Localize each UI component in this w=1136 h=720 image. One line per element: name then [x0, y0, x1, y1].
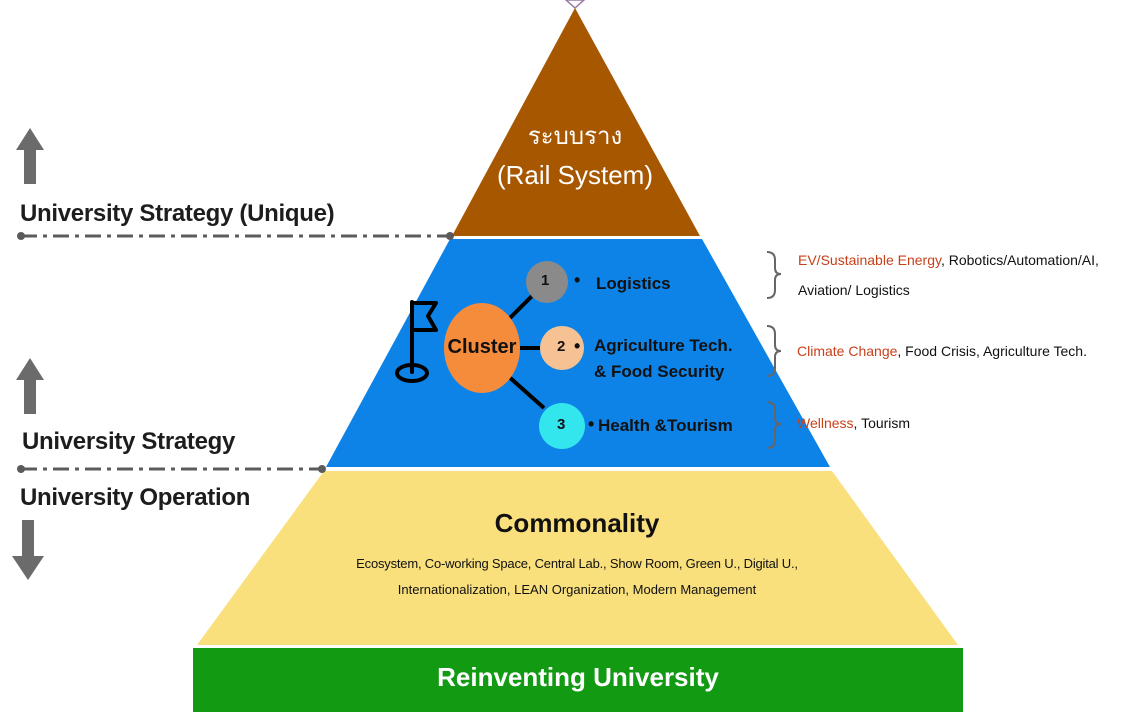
- label-university-strategy: University Strategy: [22, 428, 236, 455]
- item-label-health: Health &Tourism: [598, 416, 733, 435]
- item-label-agriculture-line2: & Food Security: [594, 362, 725, 381]
- commonality-line-1: Ecosystem, Co-working Space, Central Lab…: [356, 556, 798, 571]
- flag-icon: [395, 300, 438, 383]
- cluster-circle: [444, 303, 520, 393]
- item-bullet-2: •: [574, 336, 581, 356]
- item-bullet-1: •: [574, 270, 581, 290]
- item-bullet-3: •: [588, 414, 595, 434]
- commonality-line-2: Internationalization, LEAN Organization,…: [397, 582, 757, 597]
- commonality-title: Commonality: [494, 508, 660, 538]
- item-label-logistics: Logistics: [596, 274, 671, 293]
- note-1-highlight: EV/Sustainable Energy: [798, 252, 941, 268]
- divider-endpoint: [17, 465, 25, 473]
- note-1-rest: , Robotics/Automation/AI,: [940, 252, 1099, 268]
- cluster-label: Cluster: [447, 336, 517, 358]
- arrow-down-icon: [12, 520, 44, 580]
- pyramid-top-tier: [452, 8, 700, 236]
- note-2-rest: , Food Crisis, Agriculture Tech.: [897, 343, 1087, 359]
- divider-endpoint: [446, 232, 454, 240]
- arrow-up-icon: [16, 128, 44, 184]
- tip-marker: [564, 0, 586, 10]
- connector-line: [506, 374, 546, 410]
- pyramid-bottom-tier: [197, 471, 958, 645]
- item-label-agriculture: Agriculture Tech.: [594, 336, 733, 355]
- label-university-operation: University Operation: [20, 484, 251, 511]
- item-circle-3: [539, 403, 585, 449]
- note-3: Wellness, Tourism: [797, 411, 910, 435]
- note-2: Climate Change, Food Crisis, Agriculture…: [797, 339, 1087, 363]
- brace-icon: [766, 251, 782, 449]
- base-bar: [193, 648, 963, 712]
- note-3-highlight: Wellness: [797, 415, 854, 431]
- top-tier-title: (Rail System): [496, 160, 653, 190]
- note-1: EV/Sustainable Energy, Robotics/Automati…: [798, 248, 1099, 272]
- item-circle-1: [526, 261, 568, 303]
- note-3-rest: , Tourism: [853, 415, 911, 431]
- label-university-strategy-unique: University Strategy (Unique): [20, 200, 335, 227]
- top-tier-title-thai: ระบบราง: [527, 123, 623, 150]
- item-number-3: 3: [557, 416, 566, 433]
- divider-endpoint: [318, 465, 326, 473]
- divider-endpoint: [17, 232, 25, 240]
- item-number-2: 2: [557, 338, 566, 355]
- note-1-line2: Aviation/ Logistics: [798, 282, 910, 298]
- note-2-highlight: Climate Change: [797, 343, 898, 359]
- item-circle-2: [540, 326, 584, 370]
- item-number-1: 1: [541, 272, 550, 289]
- base-label: Reinventing University: [437, 662, 719, 692]
- arrow-up-icon: [16, 358, 44, 414]
- connector-line: [506, 294, 534, 322]
